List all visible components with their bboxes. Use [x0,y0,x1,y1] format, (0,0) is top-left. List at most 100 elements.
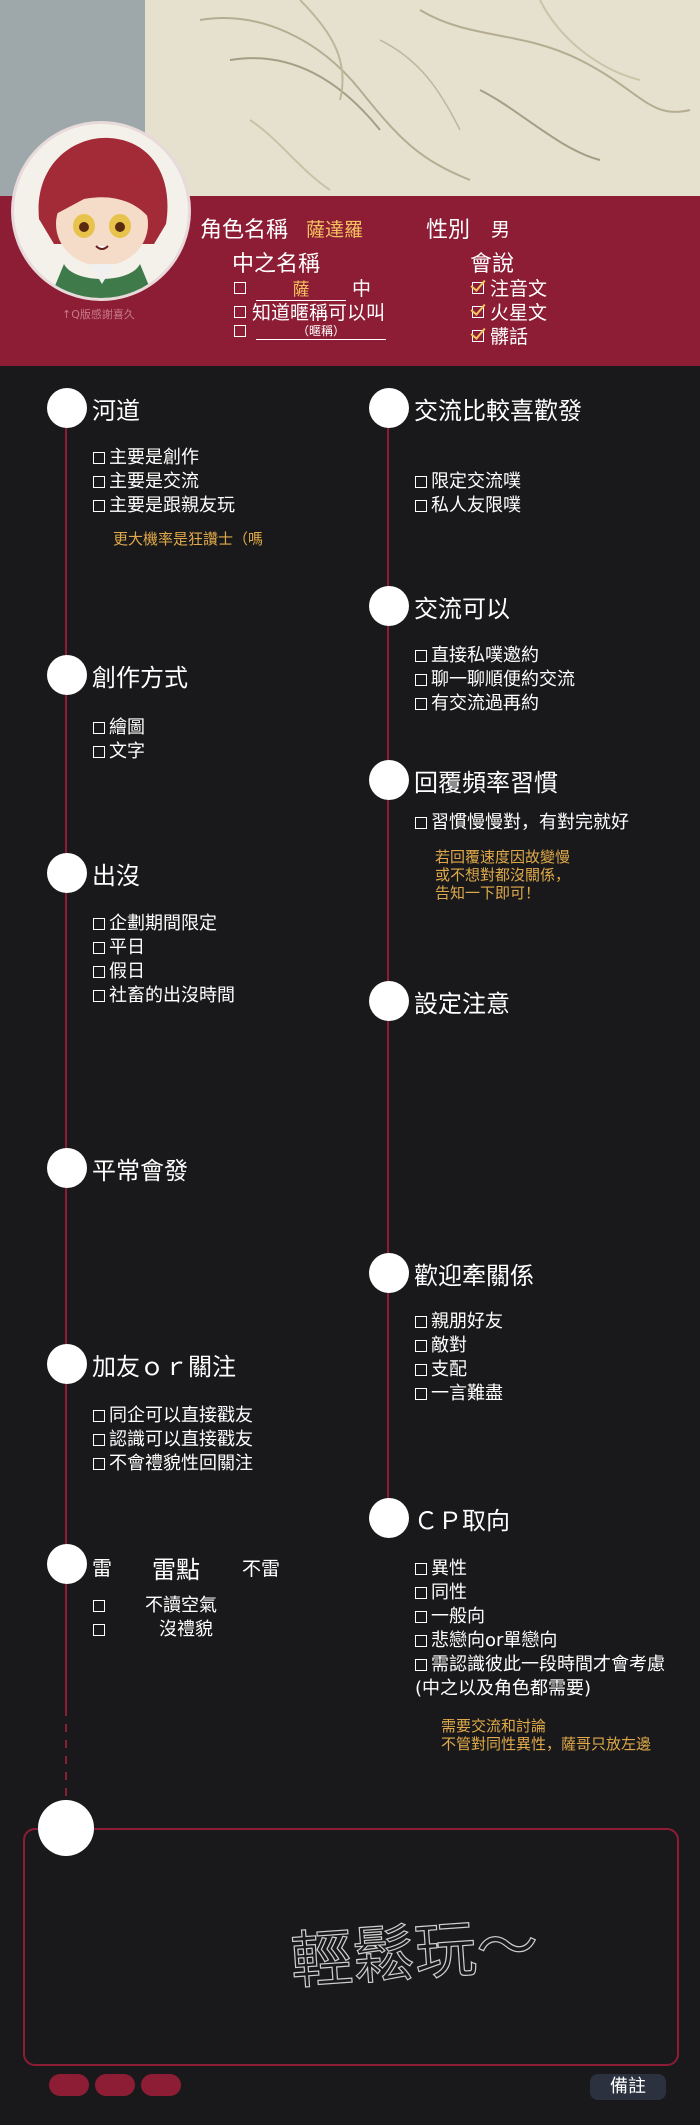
timeline-node [369,760,409,800]
nickname-blank-row: （暱稱） [234,322,386,340]
footer-pill[interactable] [141,2074,181,2096]
list-item[interactable]: 直接私噗邀約 [415,644,575,668]
languages-label: 會說 [470,252,515,277]
language-checkbox[interactable] [472,329,484,342]
memo-frame [23,1828,679,2066]
list-item[interactable]: 異性 [415,1557,665,1581]
checkbox[interactable] [415,1659,427,1671]
section-items: 親朋好友 敵對 支配 一言難盡 [415,1310,503,1406]
list-item[interactable]: 私人友限噗 [415,494,521,518]
character-name-value: 薩達羅 [306,219,364,241]
checkbox[interactable] [415,1340,427,1352]
checkbox[interactable] [415,1388,427,1400]
checkbox[interactable] [415,698,427,710]
list-item[interactable]: 一言難盡 [415,1382,503,1406]
section-title: 出沒 [92,862,140,890]
timeline-node [369,981,409,1021]
nickname-row: 知道暱稱可以叫 [234,298,385,325]
checkbox[interactable] [93,1600,105,1612]
section-title: 歡迎牽關係 [414,1262,534,1290]
checkbox[interactable] [93,1434,105,1446]
list-item[interactable]: 支配 [415,1358,503,1382]
checkbox[interactable] [415,500,427,512]
profile-header: ↑Q版感謝喜久 角色名稱 薩達羅 性別 男 中之名稱 薩 中 知道暱稱可以叫 （… [0,0,700,366]
memo-label: 備註 [590,2074,666,2100]
checkbox[interactable] [93,746,105,758]
section-items: 主要是創作 主要是交流 主要是跟親友玩 [93,446,235,518]
list-item[interactable]: 企劃期間限定 [93,912,235,936]
language-checkbox[interactable] [472,305,484,318]
checkbox[interactable] [415,1635,427,1647]
list-item[interactable]: 親朋好友 [415,1310,503,1334]
checkbox[interactable] [415,1611,427,1623]
list-item-extra: (中之以及角色都需要) [415,1678,592,1699]
list-item[interactable]: 沒禮貌 [93,1618,217,1642]
list-item[interactable]: 平日 [93,936,235,960]
checkbox[interactable] [93,1410,105,1422]
checkbox[interactable] [415,1364,427,1376]
list-item[interactable]: 有交流過再約 [415,692,575,716]
section-title: 交流比較喜歡發 [414,397,582,425]
list-item[interactable]: 社畜的出沒時間 [93,984,235,1008]
checkbox[interactable] [93,1624,105,1636]
list-item[interactable]: 一般向 [415,1605,665,1629]
checkbox[interactable] [93,452,105,464]
list-item[interactable]: 悲戀向or單戀向 [415,1629,665,1653]
checkbox[interactable] [415,1316,427,1328]
checkbox[interactable] [93,990,105,1002]
checkbox[interactable] [93,476,105,488]
checkbox[interactable] [93,942,105,954]
section-note: 需要交流和討論 不管對同性異性，薩哥只放左邊 [441,1717,652,1753]
section-items: 習慣慢慢對，有對完就好 [415,811,629,835]
section-items: 企劃期間限定 平日 假日 社畜的出沒時間 [93,912,235,1008]
checkbox[interactable] [415,476,427,488]
list-item[interactable]: 繪圖 [93,716,145,740]
checkbox[interactable] [93,966,105,978]
language-checkbox[interactable] [472,281,484,294]
left-timeline-dashed [65,1708,67,1798]
checkbox[interactable] [93,722,105,734]
footer-pill[interactable] [95,2074,135,2096]
language-item: 注音文 [472,274,547,301]
list-item[interactable]: 不讀空氣 [93,1594,217,1618]
list-item[interactable]: 習慣慢慢對，有對完就好 [415,811,629,835]
section-note: 更大機率是狂讚士（嗎 [113,530,264,548]
list-item[interactable]: 主要是交流 [93,470,235,494]
list-item[interactable]: 聊一聊順便約交流 [415,668,575,692]
section-title: 平常會發 [92,1157,188,1185]
checkbox[interactable] [415,1587,427,1599]
checkbox[interactable] [93,500,105,512]
list-item[interactable]: 文字 [93,740,145,764]
nickname-blank-checkbox[interactable] [234,325,246,337]
list-item[interactable]: 敵對 [415,1334,503,1358]
gender-label: 性別 [426,218,471,243]
checkbox[interactable] [415,817,427,829]
section-items: 直接私噗邀約 聊一聊順便約交流 有交流過再約 [415,644,575,716]
section-note: 若回覆速度因故變慢 或不想對都沒關係， 告知一下即可！ [435,848,571,902]
list-item[interactable]: 認識可以直接戳友 [93,1428,253,1452]
list-item[interactable]: 主要是跟親友玩 [93,494,235,518]
list-item[interactable]: 不會禮貌性回關注 [93,1452,253,1476]
checkbox[interactable] [93,918,105,930]
section-title-mid: 雷點 [152,1556,200,1584]
section-items: 不讀空氣 沒禮貌 [93,1594,217,1642]
timeline-node [47,1344,87,1384]
list-item[interactable]: 需認識彼此一段時間才會考慮 [415,1653,665,1677]
nickname-checkbox[interactable] [234,305,246,318]
checkbox[interactable] [415,650,427,662]
list-item[interactable]: 假日 [93,960,235,984]
nickname-option: 知道暱稱可以叫 [252,302,386,324]
player-name-suffix: 中 [352,278,372,300]
list-item[interactable]: 主要是創作 [93,446,235,470]
checkbox[interactable] [415,674,427,686]
timeline-node [369,1253,409,1293]
checkbox[interactable] [415,1563,427,1575]
footer-pill[interactable] [49,2074,89,2096]
list-item[interactable]: 限定交流噗 [415,470,521,494]
checkbox[interactable] [93,1458,105,1470]
section-items: 限定交流噗 私人友限噗 [415,470,521,518]
list-item[interactable]: 同性 [415,1581,665,1605]
gender-value: 男 [491,219,511,241]
list-item[interactable]: 同企可以直接戳友 [93,1404,253,1428]
player-name-checkbox[interactable] [234,281,246,294]
